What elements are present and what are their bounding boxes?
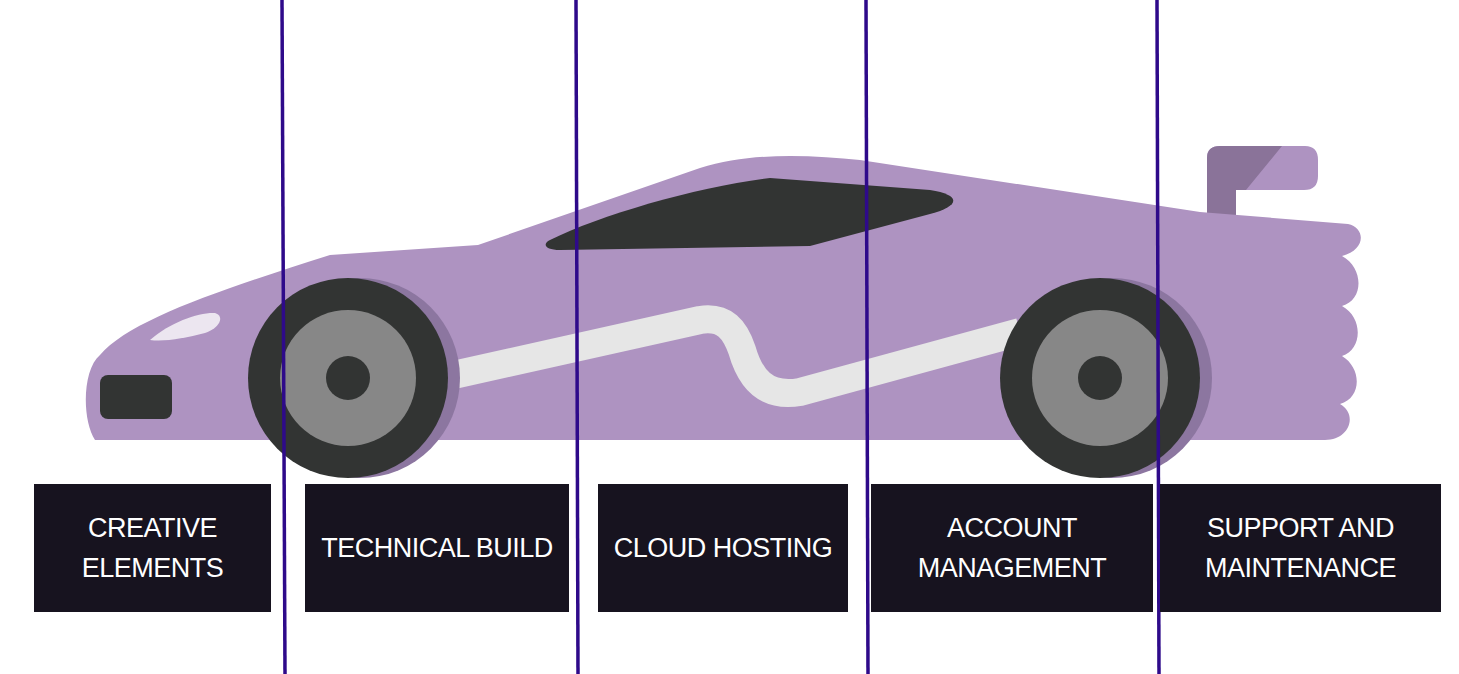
divider-lines: [282, 0, 1159, 674]
box-label: ACCOUNT MANAGEMENT: [871, 508, 1153, 588]
label-box: SUPPORT AND MAINTENANCE: [1160, 484, 1441, 612]
box-label: CLOUD HOSTING: [614, 528, 833, 568]
label-box: ACCOUNT MANAGEMENT: [871, 484, 1153, 612]
headlight: [150, 313, 220, 341]
car-window: [546, 178, 954, 250]
box-label: CREATIVE ELEMENTS: [34, 508, 271, 588]
label-box: TECHNICAL BUILD: [305, 484, 569, 612]
front-wheel: [248, 278, 460, 478]
label-box: CREATIVE ELEMENTS: [34, 484, 271, 612]
label-box: CLOUD HOSTING: [598, 484, 849, 612]
spoiler: [1207, 146, 1318, 215]
rear-wheel: [1000, 278, 1212, 478]
box-label: SUPPORT AND MAINTENANCE: [1160, 508, 1441, 588]
body-stripe: [440, 319, 1020, 393]
spoiler-shade: [1207, 146, 1282, 215]
grille: [100, 375, 172, 419]
box-label: TECHNICAL BUILD: [321, 528, 553, 568]
